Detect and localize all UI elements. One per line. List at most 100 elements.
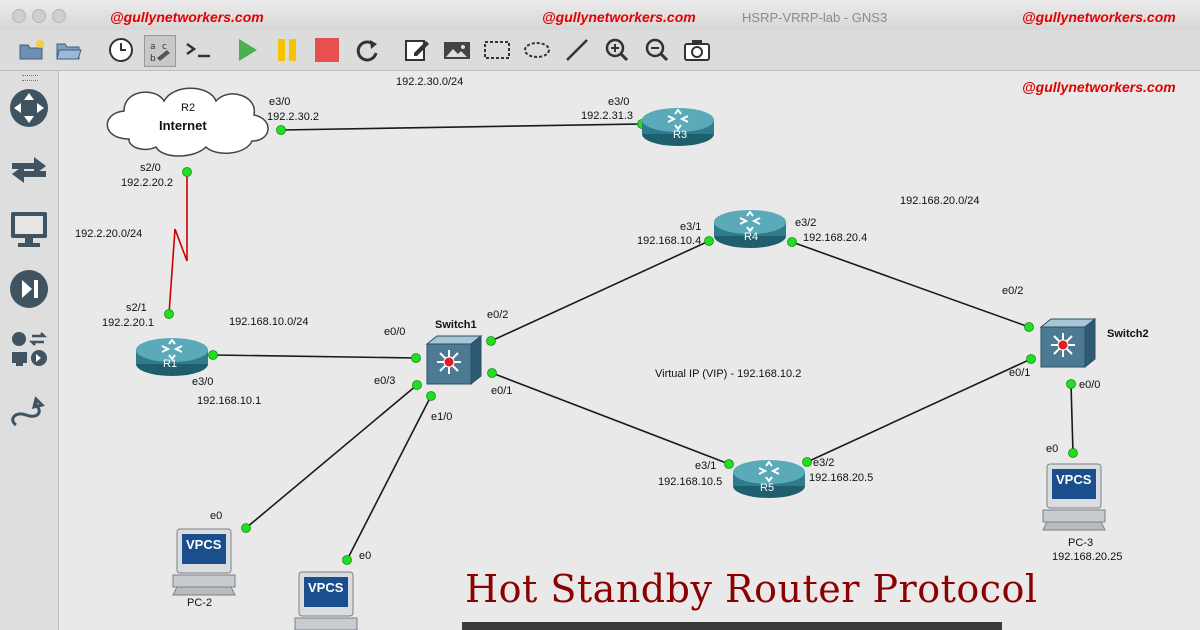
snapshot-clock-icon[interactable] [106, 35, 136, 65]
topology-canvas[interactable]: R2 Internet R3 R1 R4 R5 Switch1 Switch2 … [59, 71, 1200, 630]
link-r5-switch2[interactable] [806, 358, 1032, 463]
close-window-button[interactable] [12, 9, 26, 23]
device-sidebar [0, 71, 59, 630]
port-pc3-e0[interactable] [1068, 448, 1078, 458]
switches-icon[interactable] [6, 146, 52, 192]
r3-name: R3 [673, 129, 688, 141]
open-folder-icon[interactable] [54, 35, 84, 65]
end-devices-icon[interactable] [6, 206, 52, 252]
topology-svg [106, 87, 1106, 630]
pc1-badge: VPCS [308, 580, 344, 595]
draw-rectangle-icon[interactable] [482, 35, 512, 65]
ip-label: 192.2.20.1 [102, 317, 154, 329]
watermark: @gullynetworkers.com [1022, 79, 1176, 95]
r4-name: R4 [744, 231, 759, 243]
svg-text:c: c [162, 42, 167, 52]
screenshot-icon[interactable] [682, 35, 712, 65]
ip-label: 192.168.10.5 [658, 476, 723, 488]
link-switch1-r5[interactable] [491, 372, 730, 465]
all-devices-icon[interactable] [6, 326, 52, 372]
watermark: @gullynetworkers.com [542, 9, 696, 25]
port-r1-s21[interactable] [164, 309, 174, 319]
minimize-window-button[interactable] [32, 9, 46, 23]
draw-ellipse-icon[interactable] [522, 35, 552, 65]
ip-label: 192.2.20.2 [121, 177, 173, 189]
port-r5-e32[interactable] [802, 457, 812, 467]
link-switch1-r4[interactable] [490, 240, 710, 342]
pc3-badge: VPCS [1056, 472, 1092, 487]
port-r2-s20[interactable] [182, 167, 192, 177]
link-switch2-pc3[interactable] [1070, 383, 1074, 454]
port-r4-e32[interactable] [787, 237, 797, 247]
r2-cloud-node[interactable] [106, 87, 269, 157]
port-r1-e30[interactable] [208, 350, 218, 360]
draw-line-icon[interactable] [562, 35, 592, 65]
interface-label: e3/1 [680, 221, 702, 233]
port-sw1-e02[interactable] [486, 336, 496, 346]
reload-all-icon[interactable] [352, 35, 382, 65]
r5-router-node[interactable] [733, 460, 805, 498]
port-sw2-e02[interactable] [1024, 322, 1034, 332]
switch1-node[interactable] [425, 334, 483, 386]
interface-label: e0/1 [491, 385, 513, 397]
svg-text:a: a [150, 42, 156, 52]
interface-label: e0 [1046, 443, 1059, 455]
ip-label: 192.168.20.5 [809, 472, 874, 484]
zoom-out-icon[interactable] [642, 35, 672, 65]
interface-label: s2/0 [140, 162, 161, 174]
network-label: 192.2.30.0/24 [396, 76, 464, 88]
r1-router-node[interactable] [136, 338, 208, 376]
port-pc2-e0[interactable] [241, 523, 251, 533]
port-r2-e30[interactable] [276, 125, 286, 135]
link-r4-switch2[interactable] [791, 241, 1030, 328]
port-sw1-e10[interactable] [426, 391, 436, 401]
port-sw2-e00[interactable] [1066, 379, 1076, 389]
network-label: 192.168.20.0/24 [900, 195, 980, 207]
port-sw1-e03[interactable] [412, 380, 422, 390]
interface-label: e0 [359, 550, 372, 562]
pc1-vpcs-node[interactable] [294, 571, 358, 630]
add-link-icon[interactable] [6, 389, 52, 435]
pc3-name: PC-3 [1068, 537, 1094, 549]
link-switch1-pc1[interactable] [346, 395, 432, 561]
link-switch1-pc2[interactable] [245, 384, 418, 529]
interface-label: e3/0 [192, 376, 214, 388]
r2-subtitle: Internet [159, 118, 207, 133]
security-devices-icon[interactable] [6, 266, 52, 312]
port-r4-e31[interactable] [704, 236, 714, 246]
add-note-icon[interactable] [402, 35, 432, 65]
port-pc1-e0[interactable] [342, 555, 352, 565]
console-all-icon[interactable] [184, 35, 214, 65]
pc3-ip: 192.168.20.25 [1052, 551, 1123, 563]
pc3-vpcs-node[interactable] [1042, 463, 1106, 531]
pc2-badge: VPCS [186, 537, 222, 552]
interface-label: e1/0 [431, 411, 453, 423]
pc2-vpcs-node[interactable] [172, 528, 236, 596]
link-r2-r3[interactable] [280, 123, 643, 131]
open-project-icon[interactable] [16, 35, 46, 65]
zoom-in-icon[interactable] [602, 35, 632, 65]
watermark: @gullynetworkers.com [1022, 9, 1176, 25]
r4-router-node[interactable] [714, 210, 786, 248]
interface-label: e0/1 [1009, 367, 1031, 379]
insert-picture-icon[interactable] [442, 35, 472, 65]
stop-all-icon[interactable] [312, 35, 342, 65]
interface-label: e3/0 [269, 96, 291, 108]
suspend-all-icon[interactable] [272, 35, 302, 65]
switch2-node[interactable] [1039, 317, 1097, 369]
port-sw1-e00[interactable] [411, 353, 421, 363]
r1-name: R1 [163, 358, 178, 370]
port-r5-e31[interactable] [724, 459, 734, 469]
routers-icon[interactable] [6, 85, 52, 131]
banner-title: Hot Standby Router Protocol [465, 567, 1038, 611]
port-sw1-e01[interactable] [487, 368, 497, 378]
link-r2-r1-serial[interactable] [168, 172, 188, 315]
port-sw2-e01[interactable] [1026, 354, 1036, 364]
r3-router-node[interactable] [642, 108, 714, 146]
zoom-window-button[interactable] [52, 9, 66, 23]
link-r1-switch1[interactable] [212, 354, 417, 359]
start-all-icon[interactable] [232, 35, 262, 65]
interface-label: e3/2 [813, 457, 835, 469]
